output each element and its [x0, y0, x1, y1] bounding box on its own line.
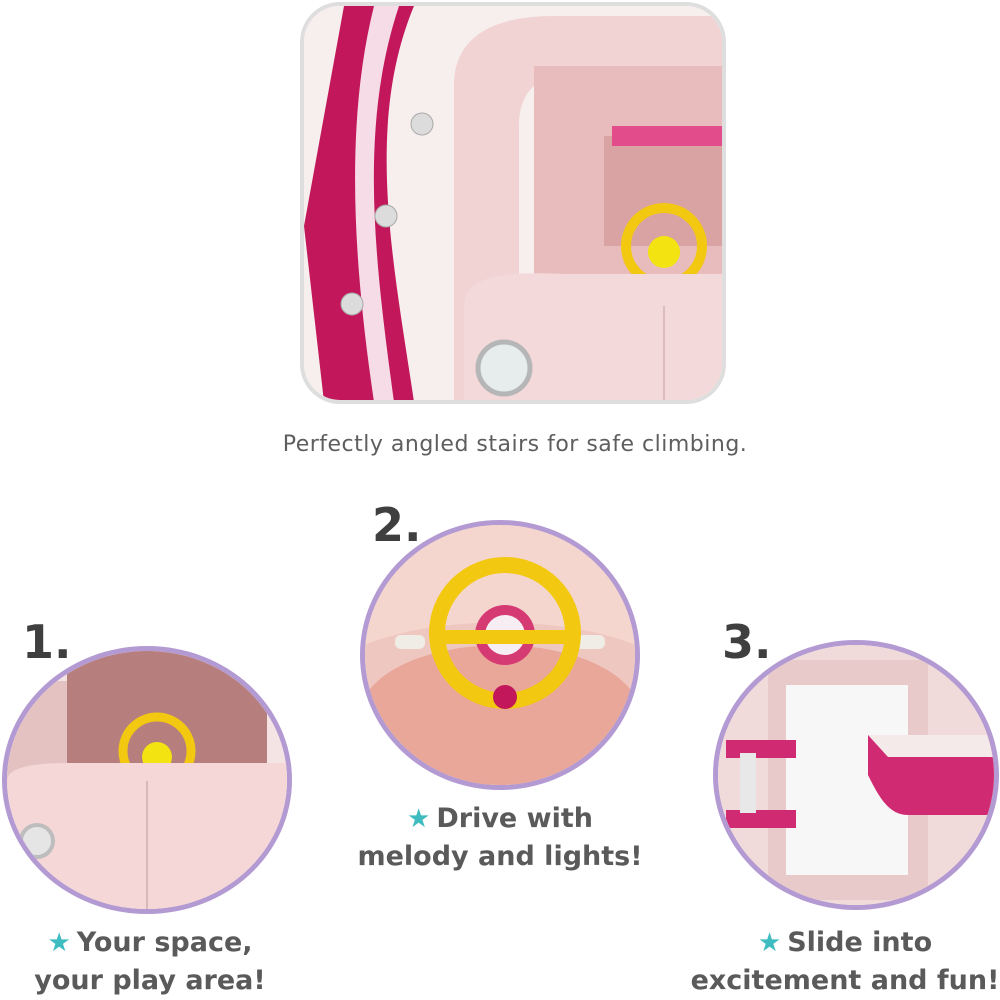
feature-2-number: 2.: [372, 498, 422, 552]
slide-stairs-illustration: [304, 6, 722, 400]
feature-2-caption: ★Drive with melody and lights!: [340, 800, 660, 876]
feature-3-image-circle: [713, 640, 999, 910]
feature-3-caption-line1: ★Slide into: [757, 927, 933, 958]
feature-2-caption-line2: melody and lights!: [357, 841, 643, 872]
star-icon: ★: [47, 928, 71, 958]
play-area-illustration: [7, 651, 287, 909]
feature-3-caption: ★Slide into excitement and fun!: [690, 924, 1000, 1000]
feature-1-image-circle: [2, 646, 292, 914]
feature-1-caption-line2: your play area!: [34, 965, 266, 996]
star-icon: ★: [757, 928, 782, 958]
feature-1-caption: ★Your space, your play area!: [0, 924, 300, 1000]
feature-2-caption-line1: ★Drive with: [407, 803, 593, 834]
slide-illustration: [718, 645, 994, 905]
hero-image-frame: [300, 2, 726, 404]
feature-2-image-circle: [360, 520, 640, 790]
steering-wheel-illustration: [365, 525, 635, 785]
feature-3-caption-line2: excitement and fun!: [690, 965, 1000, 996]
star-icon: ★: [407, 804, 431, 834]
feature-1-number: 1.: [22, 615, 72, 669]
feature-3-number: 3.: [722, 615, 772, 669]
hero-caption: Perfectly angled stairs for safe climbin…: [282, 432, 748, 457]
feature-1-caption-line1: ★Your space,: [47, 927, 253, 958]
